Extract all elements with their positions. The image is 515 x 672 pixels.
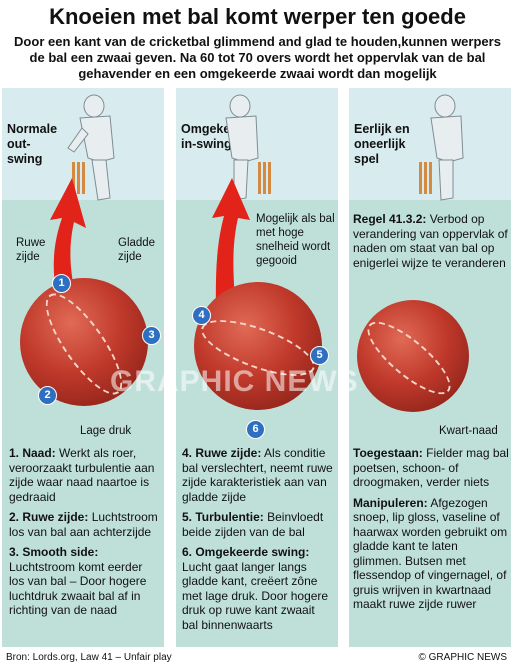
cricket-ball	[357, 300, 469, 412]
panel-normal-outswing: Normale out-swing 1 2 3 Ruwe zijde Gladd…	[2, 88, 164, 647]
batsman-figure	[419, 94, 464, 201]
rule-text: Regel 41.3.2: Verbod op verandering van …	[353, 212, 508, 270]
panel-text: 1. Naad: Werkt als roer, veroorzaakt tur…	[9, 446, 158, 617]
panel-title: Eerlijk en oneerlijk spel	[354, 122, 410, 166]
badge-4: 4	[192, 306, 211, 325]
cricket-ball	[194, 282, 322, 410]
intro-text: Door een kant van de cricketbal glimmend…	[14, 34, 501, 81]
label-quarter-seam: Kwart-naad	[439, 425, 498, 437]
batsman-figure	[67, 94, 115, 201]
note-high-speed: Mogelijk als bal met hoge snelheid wordt…	[256, 213, 335, 267]
panel-text: Toegestaan: Fielder mag bal poetsen, sch…	[353, 446, 509, 611]
page-title: Knoeien met bal komt werper ten goede	[49, 4, 466, 29]
watermark: GRAPHIC NEWS	[110, 365, 359, 398]
batsman-figure	[225, 94, 271, 201]
credit: © GRAPHIC NEWS	[418, 652, 508, 663]
label-low-pressure: Lage druk	[80, 425, 132, 437]
badge-3: 3	[142, 326, 161, 345]
source-note: Bron: Lords.org, Law 41 – Unfair play	[6, 652, 172, 663]
badge-5: 5	[310, 346, 329, 365]
label-rough-side: Ruwe zijde	[16, 237, 46, 263]
label-smooth-side: Gladde zijde	[118, 237, 156, 263]
panel-title: Normale out-swing	[7, 122, 58, 166]
panel-reverse-inswing: Omgekeerde in-swing Mogelijk als bal met…	[176, 88, 338, 647]
cricket-ball	[20, 278, 148, 406]
panel-fair-unfair: Eerlijk en oneerlijk spel Regel 41.3.2: …	[349, 88, 511, 647]
badge-1: 1	[52, 274, 71, 293]
panel-text: 4. Ruwe zijde: Als conditie bal verslech…	[182, 446, 333, 632]
badge-6: 6	[246, 420, 265, 439]
badge-2: 2	[38, 386, 57, 405]
